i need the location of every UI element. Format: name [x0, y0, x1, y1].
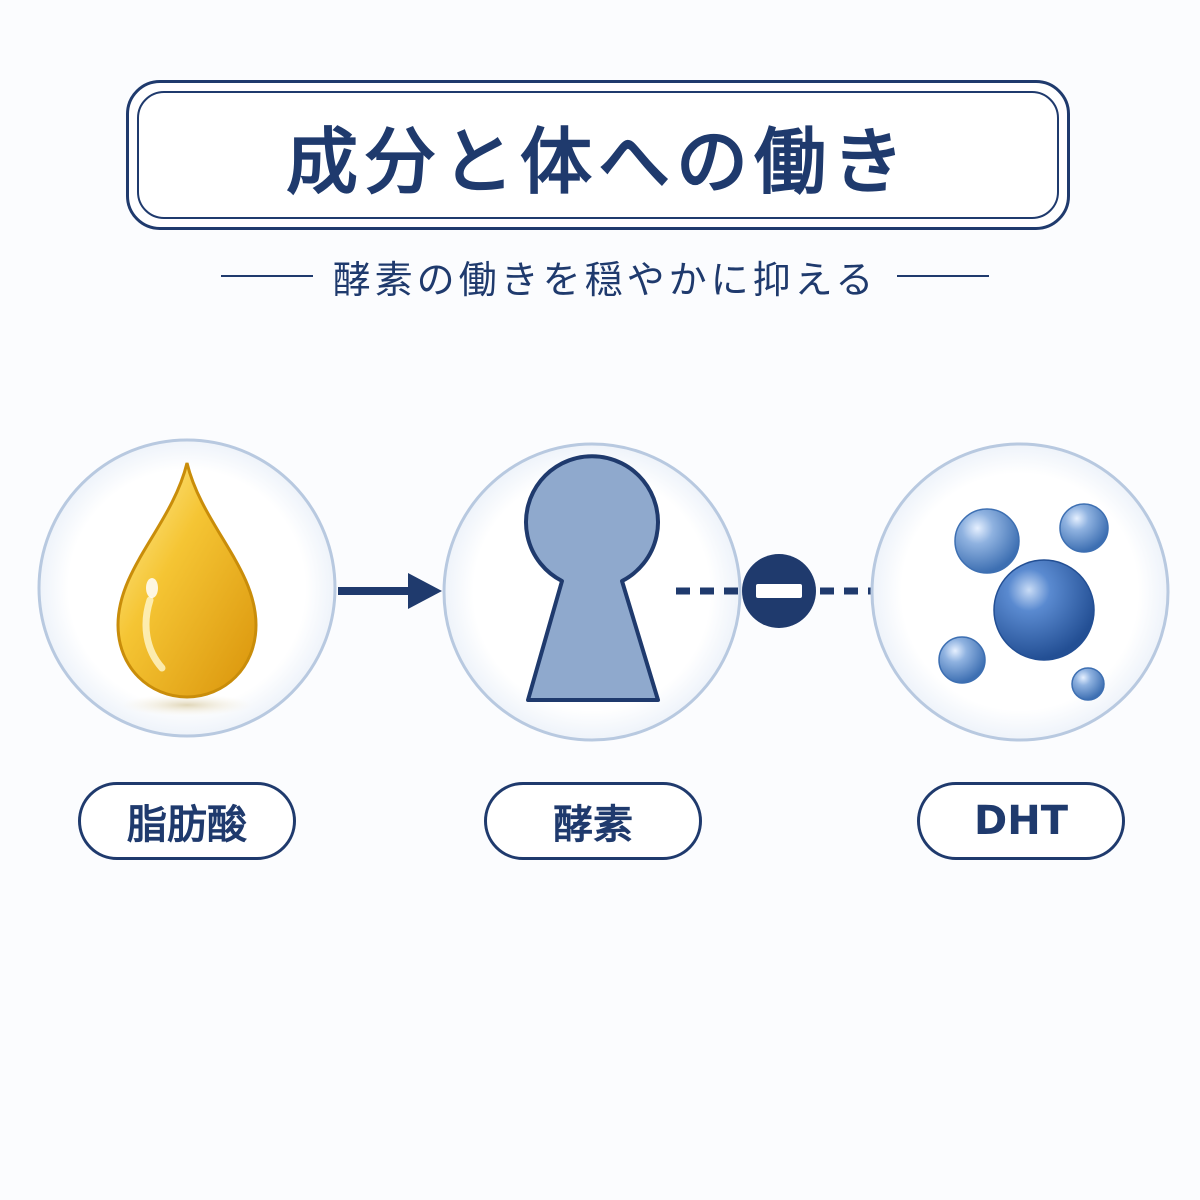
- process-diagram: [37, 438, 1170, 742]
- arrow-solid: [338, 573, 442, 609]
- oil-drop-icon: [116, 462, 258, 716]
- page-title: 成分と体への働き: [285, 119, 910, 204]
- label-dht: DHT: [917, 782, 1125, 860]
- label-fatty-acid: 脂肪酸: [78, 782, 296, 860]
- node-dht: [870, 442, 1170, 742]
- subtitle-row: 酵素の働きを穏やかに抑える: [200, 248, 1010, 304]
- title-box: 成分と体への働き: [126, 80, 1070, 230]
- label-enzyme: 酵素: [484, 782, 702, 860]
- node-enzyme: [442, 442, 742, 742]
- subtitle-line-left: [220, 275, 313, 277]
- node-fatty-acid: [37, 438, 337, 738]
- minus-icon: [742, 554, 816, 628]
- keyhole-icon: [524, 454, 660, 702]
- subtitle-line-right: [897, 275, 990, 277]
- molecules-icon: [938, 503, 1109, 701]
- subtitle: 酵素の働きを穏やかに抑える: [332, 257, 878, 302]
